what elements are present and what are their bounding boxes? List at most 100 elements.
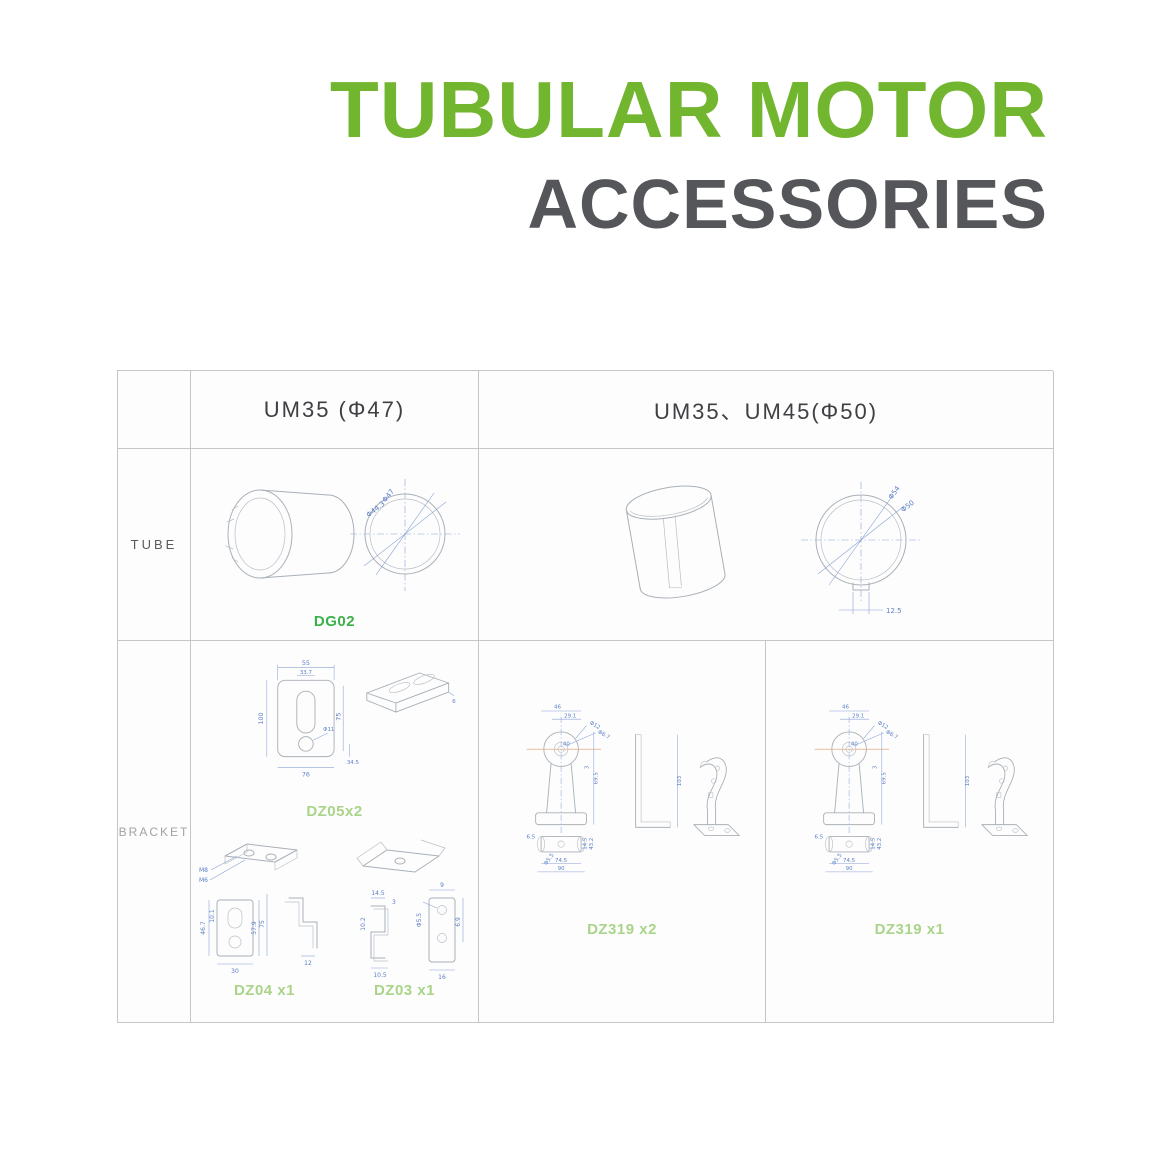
part-label-dz04: DZ04 x1 [233,982,296,999]
tube-section-view: Φ47 Φ44.3 [349,479,460,591]
dim-label: Φ54 [887,484,902,501]
dim-label: 6.5 [527,834,536,840]
tube-dg02-cell: Φ47 Φ44.3 DG02 [191,449,479,641]
bracket-dz319x1-cell: 46 29.1 Φ12 Φ6.7 40 3 69.5 [766,641,1054,1023]
dim-label: 29.1 [852,713,864,719]
dz04-front-view: 46.7 10.1 57.9 75 30 [200,894,268,975]
dim-label: Φ44.3 [364,500,386,519]
dim-label: 46 [554,704,561,710]
dim-label: 16 [438,974,446,981]
dz03-profile-view: 14.5 3 10.2 10.5 [360,890,396,979]
dim-label: 12 [304,960,312,967]
dz319-drawing: 46 29.1 Φ12 Φ6.7 40 3 69.5 [526,704,740,873]
dim-label: 90 [558,866,565,872]
dz05-drawing: 55 33.7 100 75 Φ11 76 34.5 [258,660,456,779]
dim-label: 12.5 [886,607,902,615]
dim-label: 43.2 [589,838,595,850]
dz319-base-view: 6.5 Φ5.5 14.5 43.2 74.5 90 [814,834,882,873]
dim-label: 10.5 [373,972,387,979]
dim-label: 43.2 [876,838,882,850]
dz03-drawing: 14.5 3 10.2 10.5 9 [356,839,464,981]
dim-label: 3 [872,765,878,769]
dim-label: Φ5.5 [543,853,555,867]
dz04-block: M8 M6 46.7 10.1 57.9 [195,832,335,999]
dz319-iso-view [693,757,740,836]
bracket-dz319x2-cell: 46 29.1 Φ12 Φ6.7 40 3 69.5 [479,641,766,1023]
dim-label: 103 [677,775,683,786]
part-label-dg02: DG02 [313,613,356,630]
dim-label: 9 [440,882,444,889]
dim-label: 3 [584,765,590,769]
dz319-drawing: 46 29.1 Φ12 Φ6.7 40 3 69.5 [814,704,1028,873]
dim-label: M6 [199,877,208,884]
row-header-tube: TUBE [118,449,191,641]
bracket-small-parts-row: M8 M6 46.7 10.1 57.9 [195,832,475,999]
dim-label: 30 [231,968,239,975]
dim-label: 75 [259,920,266,928]
column-header-um35-label: UM35 (Φ47) [263,396,406,422]
dim-label: 29.1 [564,713,576,719]
dim-label: 14.5 [870,838,876,850]
dz04-iso-view [224,843,298,871]
bracket-um35-cell: 55 33.7 100 75 Φ11 76 34.5 [191,641,479,1023]
dz319-front-view: 46 29.1 Φ12 Φ6.7 40 3 69.5 [814,704,898,835]
dim-label: Φ12 [876,720,889,731]
title-block: TUBULAR MOTOR ACCESSORIES [329,65,1048,243]
dz319-side-view: 103 [922,734,971,828]
dim-label: 10.2 [360,917,367,931]
dz319-base-view: 6.5 Φ5.5 14.5 43.2 74.5 90 [527,834,595,873]
dim-label: Φ50 [900,499,916,514]
dim-label: 74.5 [555,858,567,864]
dim-label: 103 [965,775,971,786]
part-label-dz319x2: DZ319 x2 [587,921,657,938]
dim-label: Φ6.7 [596,729,610,741]
dim-label: 3 [392,899,396,906]
dz05-front-view: 55 33.7 100 75 Φ11 76 34.5 [258,660,359,779]
dz319-iso-view [980,757,1028,836]
tube-dg02-drawing: Φ47 Φ44.3 [225,479,460,591]
dim-label: 14.5 [371,890,385,897]
tube50-section-view: Φ54 Φ50 12.5 [801,482,921,615]
dim-label: 6.5 [814,834,823,840]
dim-label: 14.5 [583,838,589,850]
dim-label: 55 [301,660,309,667]
dz03-iso-view [356,839,446,873]
row-header-tube-label: TUBE [130,537,178,552]
dim-label: 6.9 [455,917,462,927]
dz03-block: 14.5 3 10.2 10.5 9 [335,832,475,999]
dim-label: 100 [258,712,265,724]
row-header-bracket-label: BRACKET [118,824,190,839]
dim-label: 90 [845,866,852,872]
dim-label: 46 [841,704,848,710]
column-header-um35: UM35 (Φ47) [191,371,479,449]
tube-3d-view [225,489,354,579]
tube-um45-drawing: Φ54 Φ50 12.5 [625,482,921,615]
row-header-bracket: BRACKET [118,641,191,1023]
dim-label: 34.5 [346,760,358,766]
dim-label: 6 [452,699,456,705]
dim-label: M8 [199,867,208,874]
tube-um45-cell: Φ54 Φ50 12.5 [479,449,1054,641]
page-subtitle: ACCESSORIES [527,165,1048,243]
dim-label: 76 [301,772,309,779]
tube50-3d-view [625,485,726,599]
dim-label: 46.7 [200,921,207,935]
dim-label: Φ5.5 [831,853,843,867]
dz319-side-view: 103 [635,734,683,828]
dim-label: Φ11 [323,727,334,733]
part-label-dz319x1: DZ319 x1 [874,921,945,938]
dim-label: 69.5 [881,772,887,784]
dz04-drawing: M8 M6 46.7 10.1 57.9 [199,843,318,975]
column-header-um35-um45: UM35、UM45(Φ50) [479,371,1054,449]
dz03-front-view: 9 Φ5.5 6.9 16 [416,882,464,981]
dz05-iso-view: 6 [365,672,456,713]
dim-label: Φ5.5 [416,913,423,927]
dim-label: 57.9 [251,921,258,935]
dim-label: 74.5 [843,858,855,864]
dim-label: 40 [850,742,857,748]
page-title: TUBULAR MOTOR [329,65,1048,154]
column-header-um35-um45-label: UM35、UM45(Φ50) [653,398,879,424]
dim-label: 10.1 [209,909,216,923]
spec-table: UM35 (Φ47) UM35、UM45(Φ50) TUBE [117,370,1054,1023]
dim-label: 69.5 [593,772,599,784]
